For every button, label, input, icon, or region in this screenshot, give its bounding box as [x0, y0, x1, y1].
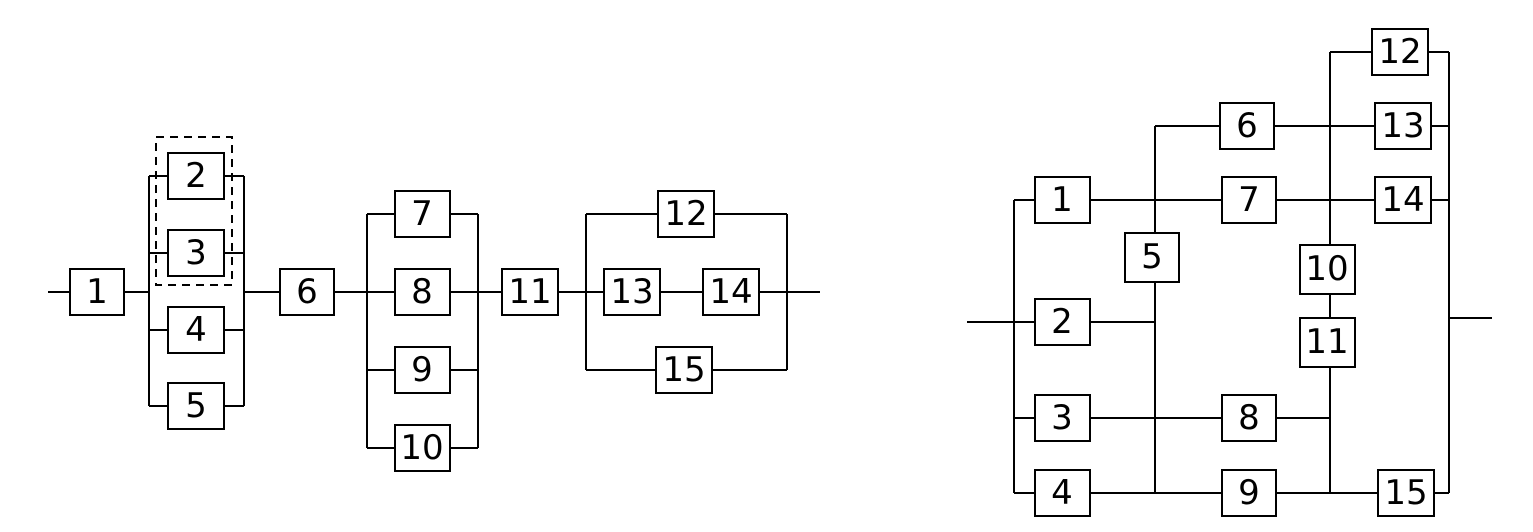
right-block-4: 4	[1034, 469, 1091, 517]
left-block-6: 6	[279, 268, 335, 316]
right-block-1: 1	[1034, 176, 1091, 224]
right-block-7: 7	[1221, 176, 1277, 224]
right-block-8: 8	[1221, 394, 1277, 442]
right-block-5: 5	[1124, 232, 1180, 283]
left-block-8-label: 8	[411, 272, 433, 312]
right-block-13-label: 13	[1381, 106, 1424, 146]
left-block-8: 8	[394, 268, 451, 316]
right-block-1-label: 1	[1051, 180, 1073, 220]
right-block-3: 3	[1034, 394, 1091, 442]
right-block-15: 15	[1377, 469, 1435, 517]
right-block-5-label: 5	[1141, 237, 1163, 277]
left-block-12: 12	[657, 190, 715, 238]
right-block-12: 12	[1371, 28, 1429, 76]
right-block-7-label: 7	[1238, 180, 1260, 220]
right-block-2-label: 2	[1051, 302, 1073, 342]
right-block-12-label: 12	[1378, 32, 1421, 72]
left-block-7: 7	[394, 190, 451, 238]
left-block-14-label: 14	[709, 272, 752, 312]
left-block-7-label: 7	[411, 194, 433, 234]
left-block-9: 9	[394, 346, 451, 394]
right-block-4-label: 4	[1051, 473, 1073, 513]
left-block-14: 14	[702, 268, 760, 316]
left-block-13-label: 13	[610, 272, 653, 312]
right-block-13: 13	[1374, 102, 1432, 150]
right-block-9-label: 9	[1238, 473, 1260, 513]
left-block-4-label: 4	[185, 310, 207, 350]
left-block-6-label: 6	[296, 272, 318, 312]
right-block-11-label: 11	[1305, 322, 1348, 362]
left-block-2: 2	[167, 152, 225, 200]
left-block-11-label: 11	[508, 272, 551, 312]
right-block-10: 10	[1299, 244, 1356, 295]
right-block-14-label: 14	[1381, 180, 1424, 220]
right-block-9: 9	[1221, 469, 1277, 517]
right-block-6: 6	[1219, 102, 1275, 150]
left-block-5: 5	[167, 382, 225, 430]
left-block-3: 3	[167, 229, 225, 277]
left-block-15-label: 15	[662, 350, 705, 390]
left-block-1: 1	[69, 268, 125, 316]
left-block-10: 10	[394, 424, 451, 472]
left-block-10-label: 10	[400, 428, 443, 468]
left-block-5-label: 5	[185, 386, 207, 426]
right-block-8-label: 8	[1238, 398, 1260, 438]
right-block-3-label: 3	[1051, 398, 1073, 438]
left-block-11: 11	[501, 268, 559, 316]
left-block-12-label: 12	[664, 194, 707, 234]
right-block-14: 14	[1374, 176, 1432, 224]
left-block-1-label: 1	[86, 272, 108, 312]
left-block-13: 13	[603, 268, 661, 316]
left-block-4: 4	[167, 306, 225, 354]
left-block-9-label: 9	[411, 350, 433, 390]
right-block-10-label: 10	[1305, 249, 1348, 289]
right-diagram-wires	[967, 51, 1492, 494]
right-block-15-label: 15	[1384, 473, 1427, 513]
left-diagram-wires	[48, 175, 820, 449]
right-block-6-label: 6	[1236, 106, 1258, 146]
right-block-2: 2	[1034, 298, 1091, 346]
right-block-11: 11	[1299, 317, 1356, 368]
left-block-15: 15	[655, 346, 713, 394]
left-block-2-label: 2	[185, 156, 207, 196]
left-block-3-label: 3	[185, 233, 207, 273]
